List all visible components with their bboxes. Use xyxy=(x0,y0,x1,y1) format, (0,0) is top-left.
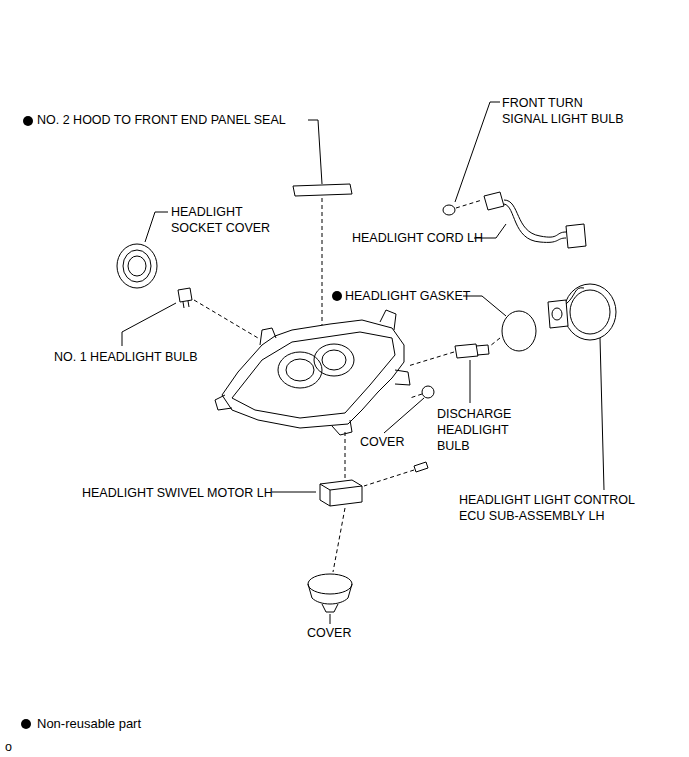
part-label: COVER xyxy=(307,625,351,641)
part-label: HEADLIGHT CORD LH xyxy=(352,230,483,246)
part-label: COVER xyxy=(360,434,404,450)
part-label: HEADLIGHT SOCKET COVER xyxy=(171,204,289,236)
part-label: o xyxy=(5,739,12,755)
part-label: NO. 1 HEADLIGHT BULB xyxy=(54,349,198,365)
part-label: NO. 2 HOOD TO FRONT END PANEL SEAL xyxy=(37,112,286,128)
legend-text: Non-reusable part xyxy=(37,716,141,732)
part-label: HEADLIGHT LIGHT CONTROL ECU SUB-ASSEMBLY… xyxy=(459,492,664,524)
part-label: HEADLIGHT SWIVEL MOTOR LH xyxy=(82,485,273,501)
part-label: DISCHARGE HEADLIGHT BULB xyxy=(437,406,541,454)
part-label: FRONT TURN SIGNAL LIGHT BULB xyxy=(502,95,627,127)
part-label: HEADLIGHT GASKET xyxy=(345,288,471,304)
